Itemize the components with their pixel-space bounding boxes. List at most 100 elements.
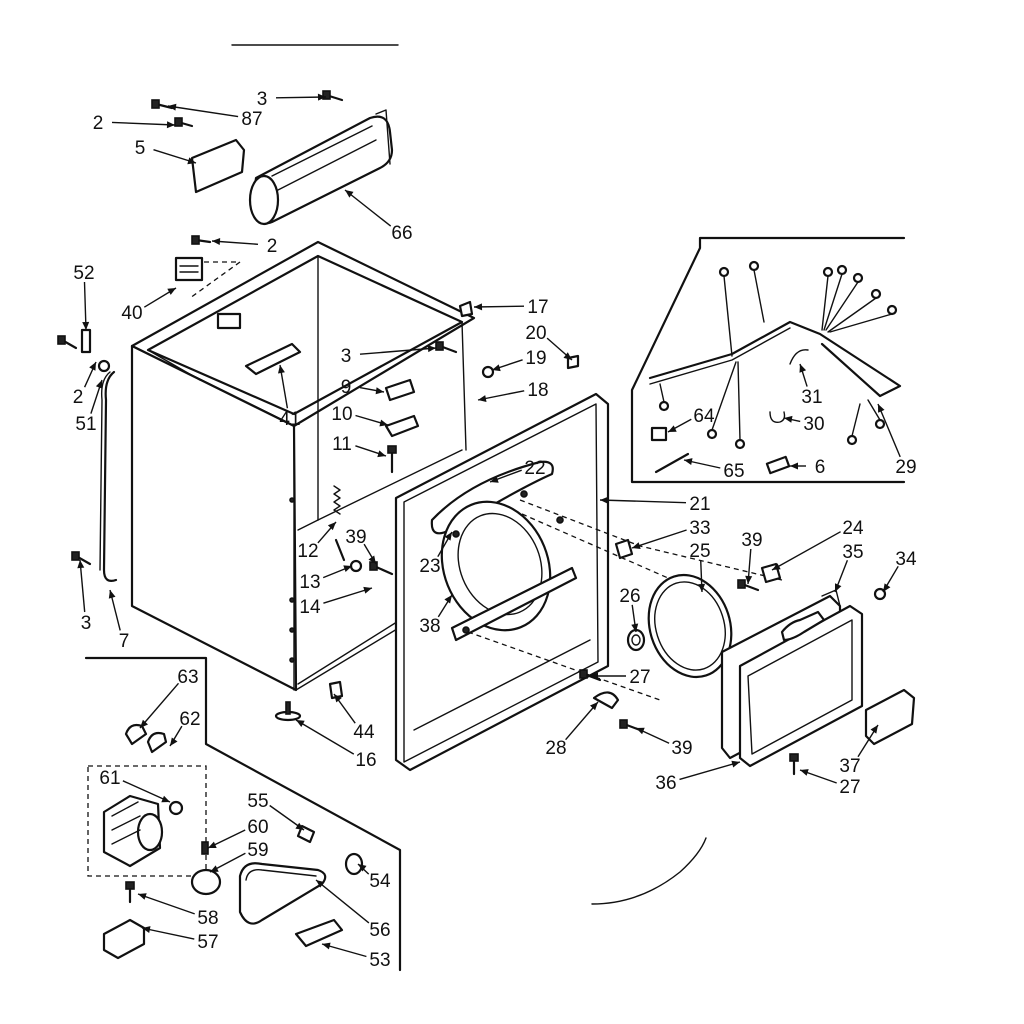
callout-label-c-30: 30 (803, 414, 824, 435)
screw-2c (57, 335, 78, 350)
callout-label-c-18: 18 (527, 380, 548, 401)
motor-section (84, 656, 402, 972)
callout-label-c-54: 54 (369, 871, 391, 892)
leader-line-c-17 (473, 305, 525, 308)
leader-arrow-c-40 (167, 288, 176, 295)
callout-label-c-38: 38 (419, 616, 440, 637)
leader-arrow-c-2b (212, 238, 221, 245)
leader-arrow-c-16 (296, 720, 305, 727)
hinge-28 (592, 691, 620, 710)
callout-label-c-55: 55 (247, 791, 268, 812)
callout-label-c-63: 63 (177, 667, 198, 688)
callout-label-c-60: 60 (247, 817, 268, 838)
screw-3a (322, 90, 344, 102)
leader-arrow-c-22 (490, 476, 499, 483)
connector-64 (650, 426, 668, 442)
callout-label-c-35: 35 (842, 542, 863, 563)
leader-arrow-c-36 (731, 760, 740, 768)
leader-arrow-c-12 (327, 522, 336, 531)
leader-arrow-c-14 (363, 586, 372, 594)
plug-33 (614, 538, 634, 560)
leader-arrow-c-60 (208, 841, 217, 848)
leader-arrow-c-31 (799, 364, 807, 373)
stray-mark (591, 837, 707, 905)
leader-arrow-c-34 (883, 583, 891, 592)
callout-label-c-9: 9 (341, 377, 352, 398)
callout-label-c-64: 64 (693, 406, 715, 427)
leader-arrow-c-52 (82, 321, 90, 330)
callout-label-c-11: 11 (332, 434, 352, 455)
callout-label-c-52: 52 (73, 263, 94, 284)
callout-label-c-6: 6 (815, 457, 826, 478)
leader-arrow-c-58 (138, 893, 147, 900)
leader-arrow-c-38 (444, 595, 452, 604)
callout-label-c-57: 57 (197, 932, 218, 953)
callout-label-c-41: 41 (279, 409, 300, 430)
clip-51 (97, 359, 111, 373)
handle-37 (864, 688, 916, 746)
callout-label-c-37: 37 (839, 756, 860, 777)
callout-label-c-16: 16 (355, 750, 376, 771)
leader-line-c-14 (323, 587, 373, 604)
leader-arrow-c-23 (444, 532, 452, 541)
callout-label-c-3a: 3 (257, 89, 268, 110)
screw-2b (191, 235, 212, 245)
leader-line-c-28 (565, 701, 599, 741)
leader-arrow-c-10 (379, 419, 388, 427)
leader-arrow-c-87 (168, 103, 177, 111)
callout-label-c-66: 66 (391, 223, 412, 244)
leader-arrow-c-63 (140, 719, 148, 728)
leader-line-c-63 (139, 682, 180, 729)
callout-label-c-31: 31 (801, 387, 822, 408)
plug-17 (458, 300, 474, 318)
wiring-harness-box (630, 236, 906, 484)
callout-label-c-53: 53 (369, 950, 390, 971)
rod-14 (334, 538, 346, 562)
leader-line-c-21 (599, 499, 687, 504)
leader-arrow-c-21 (600, 496, 609, 504)
leader-arrow-c-29 (878, 404, 885, 413)
leader-arrow-c-39c (636, 727, 645, 735)
leader-arrow-c-3b (427, 345, 436, 353)
leader-arrow-c-54 (358, 864, 367, 872)
leader-line-c-3a (275, 96, 327, 99)
callout-label-c-22: 22 (524, 458, 545, 479)
leader-arrow-c-26 (631, 623, 639, 632)
left-spring-7 (99, 370, 118, 582)
callout-label-c-62: 62 (179, 709, 200, 730)
leader-arrow-c-3c (77, 560, 85, 569)
wire-65 (654, 452, 690, 474)
leader-line-c-24 (771, 531, 841, 571)
cabinet (130, 240, 476, 692)
leader-arrow-c-51 (95, 380, 103, 389)
callout-label-c-51: 51 (75, 414, 96, 435)
leader-line-c-16 (295, 719, 355, 755)
leader-arrow-c-35 (835, 583, 842, 592)
latch-40 (174, 256, 243, 299)
leader-line-c-66 (344, 189, 392, 227)
callout-label-c-87: 87 (241, 109, 262, 130)
callout-label-c-28: 28 (545, 738, 566, 759)
leader-arrow-c-53 (322, 942, 331, 950)
leader-arrow-c-17 (474, 303, 483, 311)
screw-3b (435, 341, 458, 354)
callout-label-c-65: 65 (723, 461, 744, 482)
callout-label-c-29: 29 (895, 457, 916, 478)
leader-line-c-61 (122, 780, 171, 803)
bracket-52 (80, 328, 92, 354)
callout-label-c-10: 10 (331, 404, 352, 425)
callout-label-c-13: 13 (299, 572, 320, 593)
leader-arrow-c-64 (668, 425, 677, 432)
leader-arrow-c-44 (334, 694, 342, 703)
front-panel-21 (394, 392, 610, 772)
leader-arrow-c-65 (684, 458, 693, 465)
callout-label-c-33: 33 (689, 518, 710, 539)
jumper-31 (789, 349, 809, 365)
callout-label-c-44: 44 (353, 722, 375, 743)
callout-label-c-27b: 27 (839, 777, 860, 798)
leader-arrow-c-3a (317, 93, 326, 101)
callout-label-c-25: 25 (689, 541, 710, 562)
leader-line-c-58 (137, 893, 195, 915)
leader-arrow-c-39a (745, 575, 753, 584)
leader-line-c-29 (877, 403, 901, 458)
